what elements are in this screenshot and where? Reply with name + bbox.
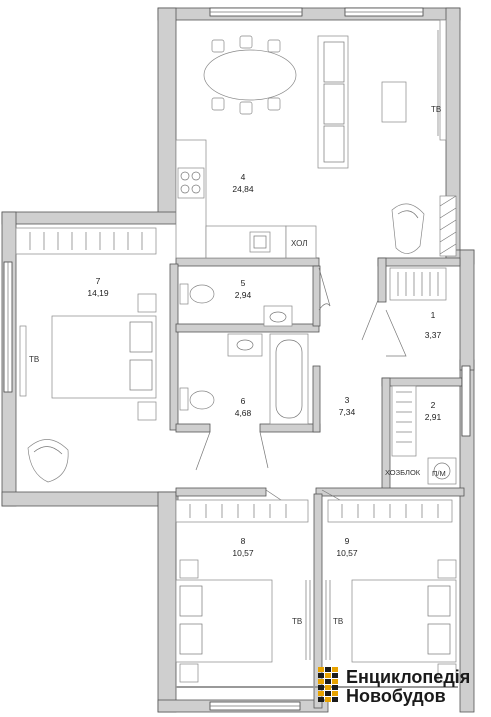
room-1-number: 1: [431, 310, 436, 320]
room-8-number: 8: [241, 536, 246, 546]
windows: [3, 7, 471, 711]
kitchen-counter: [175, 139, 317, 259]
room-4-number: 4: [241, 172, 246, 182]
room-4-area: 24,84: [232, 184, 254, 194]
room-2-area: 2,91: [425, 412, 442, 422]
wc-room5: [179, 283, 293, 327]
fixture-labels: ТВ ХОЛ ТВ ХОЗБЛОК П/М ТВ ТВ: [29, 105, 446, 626]
room-6-number: 6: [241, 396, 246, 406]
room-3-area: 7,34: [339, 407, 356, 417]
tv-label-room7: ТВ: [29, 355, 39, 364]
room-6-area: 4,68: [235, 408, 252, 418]
room-1-area: 3,37: [425, 330, 442, 340]
dining-set: [203, 35, 297, 115]
bed-room9: [325, 499, 457, 683]
door-swings: [195, 267, 407, 503]
bed-room8: [175, 499, 311, 683]
room-5-number: 5: [241, 278, 246, 288]
room-9-number: 9: [345, 536, 350, 546]
sofa: [317, 35, 407, 169]
bath-room6: [179, 333, 309, 425]
room-8-area: 10,57: [232, 548, 254, 558]
room-9-area: 10,57: [336, 548, 358, 558]
fridge-label: ХОЛ: [291, 239, 307, 248]
logo-mark-icon: [318, 667, 340, 707]
tv-label-room8: ТВ: [292, 617, 302, 626]
washer-label: П/М: [432, 469, 446, 478]
tv-stand: [437, 19, 447, 141]
logo-line-1: Енциклопедія: [346, 667, 471, 687]
tv-label-living: ТВ: [431, 105, 441, 114]
tv-label-room9: ТВ: [333, 617, 343, 626]
bookshelf: [439, 195, 457, 257]
inner-walls: [169, 257, 465, 709]
logo-text: Енциклопедія Новобудов: [346, 668, 470, 706]
encyclopedia-logo: Енциклопедія Новобудов: [318, 664, 470, 710]
room-2-number: 2: [431, 400, 436, 410]
bed-room7: [15, 227, 157, 483]
room-7-area: 14,19: [87, 288, 109, 298]
wardrobe-room2: [389, 267, 457, 485]
room-labels: 1 3,37 2 2,91 3 7,34 4 24,84 5 2,94 6 4,…: [87, 172, 441, 558]
room-5-area: 2,94: [235, 290, 252, 300]
storage-label: ХОЗБЛОК: [385, 468, 421, 477]
logo-line-2: Новобудов: [346, 686, 446, 706]
armchair-living: [391, 203, 425, 254]
room-7-number: 7: [96, 276, 101, 286]
room-3-number: 3: [345, 395, 350, 405]
